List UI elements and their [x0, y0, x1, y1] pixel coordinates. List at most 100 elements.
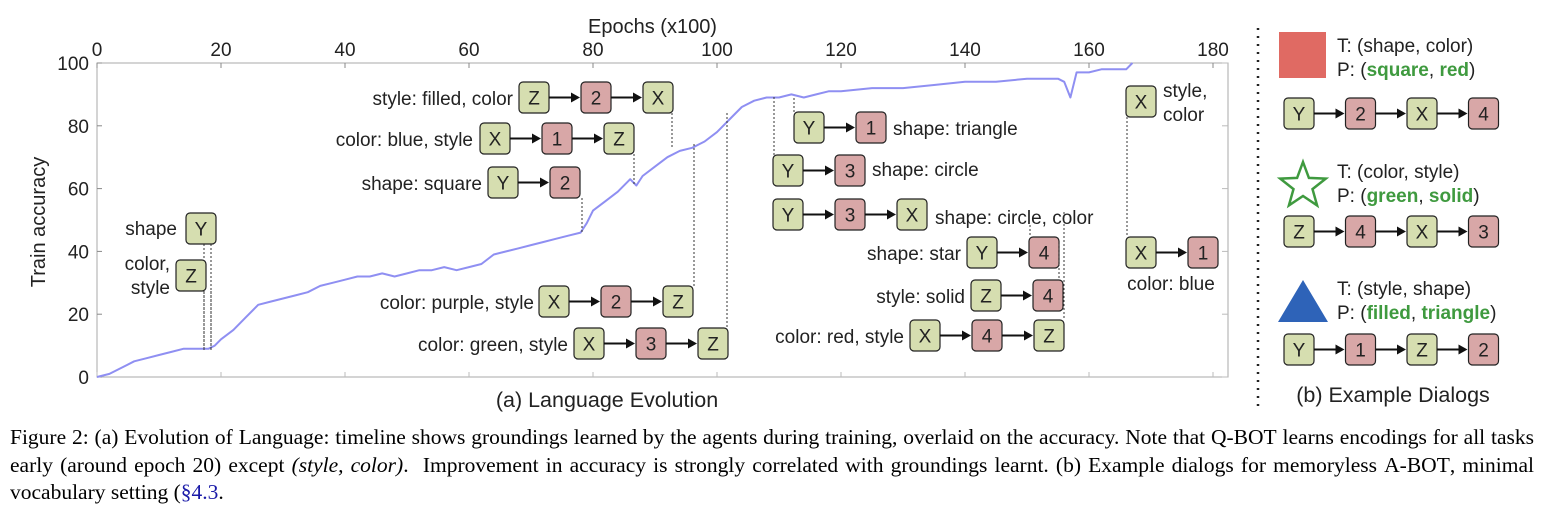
token-label: X — [919, 327, 932, 348]
section-ref-link[interactable]: §4.3 — [180, 480, 219, 504]
grounding-label: shape: triangle — [893, 119, 1018, 140]
token-label: 2 — [1478, 341, 1489, 362]
prediction-suffix: ) — [1469, 60, 1475, 81]
grounding-label: shape: circle, color — [935, 208, 1094, 229]
prediction-label: P: (green, solid) — [1337, 186, 1480, 207]
token-label: X — [548, 293, 561, 314]
y-axis-label: Train accuracy — [28, 157, 50, 287]
y-tick-label: 60 — [68, 180, 89, 201]
x-tick-label: 120 — [825, 40, 857, 61]
token-label: 4 — [982, 327, 993, 348]
grounding-label: color: blue — [1127, 274, 1215, 295]
grounding-label: color — [1163, 105, 1205, 126]
arrow-head — [594, 133, 603, 144]
x-tick-label: 20 — [210, 40, 231, 61]
accuracy-line — [96, 62, 1134, 378]
grounding-label: style, — [1163, 81, 1207, 102]
token-label: Z — [1043, 327, 1055, 348]
grounding-label: shape: circle — [872, 160, 979, 181]
arrow-head — [540, 177, 549, 188]
token-label: 1 — [1355, 341, 1366, 362]
y-tick-label: 20 — [68, 305, 89, 326]
task-label: T: (shape, color) — [1337, 36, 1473, 57]
caption-text-3: . Improvement in accuracy is strongly co… — [403, 452, 1385, 477]
y-tick-label: 80 — [68, 117, 89, 138]
arrow-head — [633, 92, 642, 103]
token-label: Y — [497, 174, 510, 195]
prediction-label: P: (square, red) — [1337, 60, 1475, 81]
task-label: T: (style, shape) — [1337, 279, 1471, 300]
arrow-head — [1023, 290, 1032, 301]
grounding-label: shape — [125, 219, 177, 240]
answer-token-box — [549, 166, 581, 199]
arrow-head — [1335, 344, 1345, 355]
caption-text-5: . — [218, 480, 224, 504]
grounding-label: shape: square — [362, 174, 482, 195]
caption-text-2: learns encodings for all tasks early (ar… — [10, 425, 1540, 477]
grounding-label: style: filled, color — [373, 89, 514, 110]
token-label: X — [489, 130, 502, 151]
prediction-suffix: ) — [1473, 186, 1479, 207]
grounding-label: style: solid — [876, 287, 965, 308]
caption-a-bot: A-BOT — [1384, 452, 1450, 477]
token-label: Z — [1293, 223, 1305, 244]
token-label: 4 — [1043, 287, 1054, 308]
x-tick-label: 100 — [701, 40, 733, 61]
grounding-label: color: green, style — [418, 335, 568, 356]
token-label: 3 — [646, 335, 657, 356]
token-label: Y — [1293, 105, 1306, 126]
token-label: Z — [185, 267, 197, 288]
arrow-head — [626, 338, 635, 349]
token-label: 1 — [1198, 244, 1209, 265]
token-label: Z — [1416, 341, 1428, 362]
arrow-head — [1397, 226, 1406, 237]
question-token-box — [896, 198, 928, 231]
arrow-head — [846, 122, 855, 133]
token-label: Y — [195, 220, 208, 241]
x-tick-label: 40 — [334, 40, 355, 61]
caption-text-4: , minimal vocabulary setting ( — [10, 452, 1540, 505]
question-token-box — [1125, 85, 1157, 118]
y-tick-label: 0 — [78, 368, 89, 389]
caption-text-1: Figure 2: (a) Evolution of Language: tim… — [10, 425, 1211, 449]
question-token-box — [662, 285, 694, 318]
arrow-head — [1335, 108, 1345, 119]
prediction-sep: , — [1418, 186, 1429, 207]
token-label: Z — [707, 335, 719, 356]
arrow-head — [1397, 344, 1406, 355]
answer-token-box — [855, 111, 887, 144]
panel-b-caption: (b) Example Dialogs — [1296, 383, 1490, 407]
answer-token-box — [1467, 333, 1500, 366]
y-tick-label: 40 — [68, 242, 89, 263]
token-label: Z — [672, 293, 684, 314]
token-label: X — [1416, 223, 1429, 244]
answer-token-box — [1032, 279, 1064, 312]
token-label: X — [652, 89, 665, 110]
token-label: 4 — [1355, 223, 1366, 244]
prediction-prefix: P: ( — [1337, 186, 1367, 207]
token-label: X — [1135, 93, 1148, 114]
prediction-label: P: (filled, triangle) — [1337, 303, 1496, 324]
arrow-head — [532, 133, 541, 144]
prediction-attr-2: triangle — [1421, 303, 1490, 324]
arrow-head — [653, 296, 662, 307]
token-label: 3 — [1478, 223, 1489, 244]
prediction-prefix: P: ( — [1337, 60, 1367, 81]
token-label: Z — [980, 287, 992, 308]
answer-token-box — [834, 154, 866, 187]
arrow-head — [887, 209, 896, 220]
token-label: Y — [1293, 341, 1306, 362]
grounding-label: style — [131, 278, 170, 299]
grounding-label: color: blue, style — [336, 130, 473, 151]
arrow-head — [1458, 226, 1468, 237]
token-label: 3 — [845, 162, 856, 183]
